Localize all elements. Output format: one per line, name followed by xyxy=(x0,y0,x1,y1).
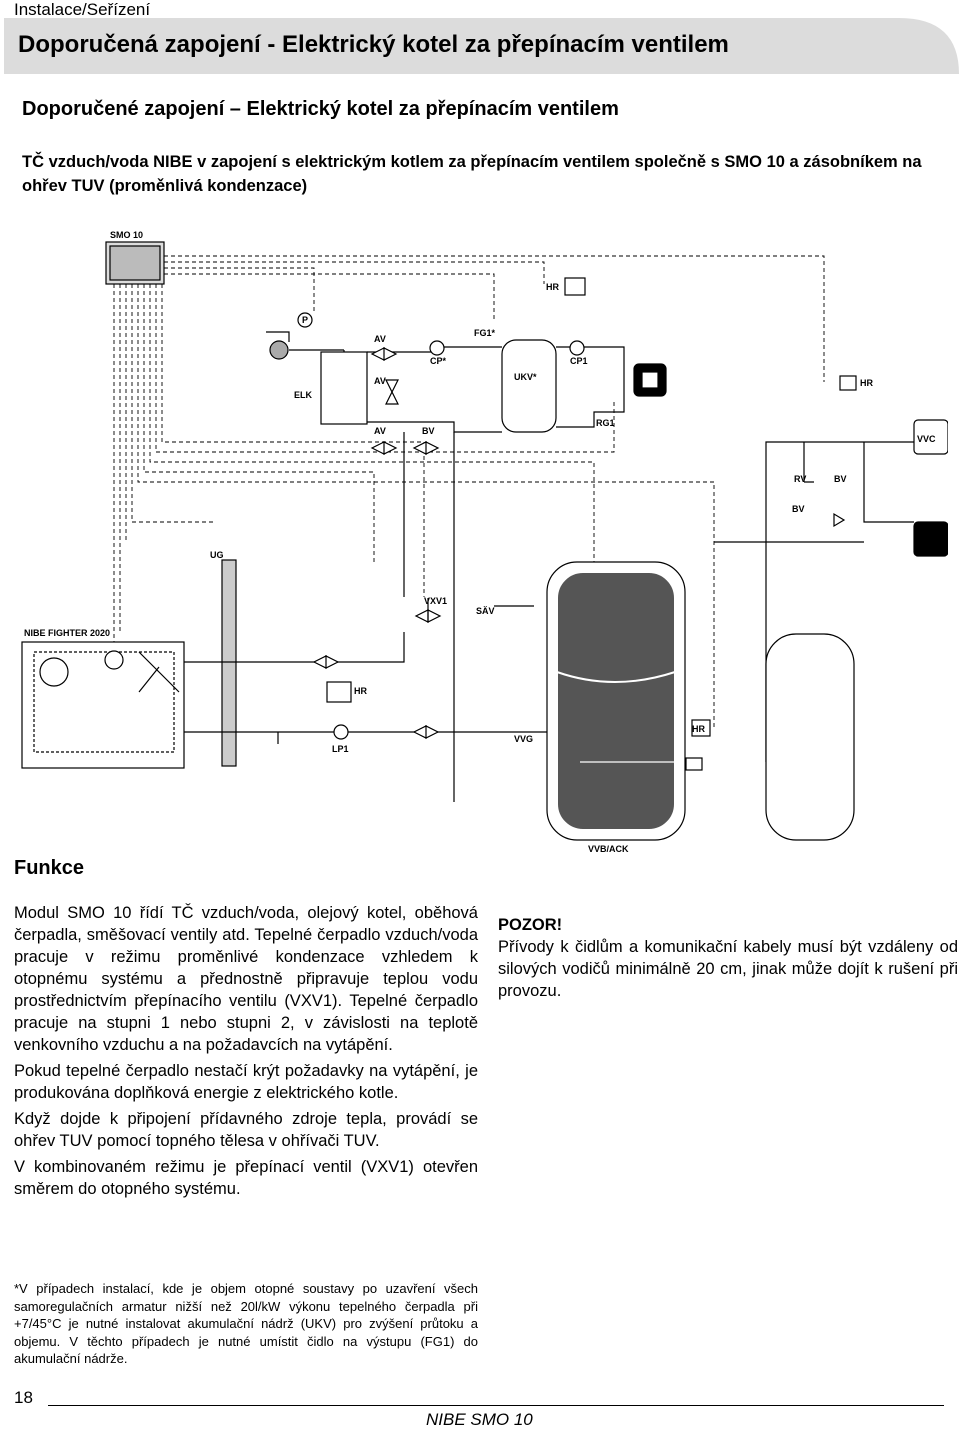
warning-title: POZOR! xyxy=(498,916,563,934)
footer-brand: NIBE SMO 10 xyxy=(426,1410,533,1429)
label-fighter: NIBE FIGHTER 2020 xyxy=(24,628,110,638)
section-title: Doporučené zapojení – Elektrický kotel z… xyxy=(22,98,619,120)
page-number: 18 xyxy=(14,1388,33,1407)
label-vxv1: VXV1 xyxy=(424,596,447,606)
warning-box: POZOR! Přívody k čidlům a komunikační ka… xyxy=(498,914,958,1002)
funkce-paragraph: Pokud tepelné čerpadlo nestačí krýt poža… xyxy=(14,1062,478,1102)
funkce-paragraph: Modul SMO 10 řídí TČ vzduch/voda, olejov… xyxy=(14,904,478,1054)
funkce-heading: Funkce xyxy=(14,857,85,879)
label-elk: ELK xyxy=(294,390,313,400)
label-fg1: FG1* xyxy=(474,328,496,338)
label-vvg: VVG xyxy=(514,734,533,744)
page-title: Doporučená zapojení - Elektrický kotel z… xyxy=(18,31,729,58)
label-smo10: SMO 10 xyxy=(110,230,143,240)
label-ug: UG xyxy=(210,550,224,560)
label-cp-star: CP* xyxy=(430,356,447,366)
label-bv-2: BV xyxy=(834,474,847,484)
connection-diagram: SMO 10 HR P FG1* AV CP* CP1 UKV* AV ELK … xyxy=(21,230,948,852)
label-hr-low: HR xyxy=(692,724,705,734)
label-vvc: VVC xyxy=(917,434,936,444)
warning-text: Přívody k čidlům a komunikační kabely mu… xyxy=(498,938,958,1000)
label-bv-3: BV xyxy=(792,504,805,514)
funkce-paragraph: Když dojde k připojení přídavného zdroje… xyxy=(14,1110,478,1150)
label-av-2: AV xyxy=(374,376,386,386)
label-av-1: AV xyxy=(374,334,386,344)
label-hr-mid: HR xyxy=(354,686,367,696)
footnote: *V případech instalací, kde je objem oto… xyxy=(14,1281,478,1366)
section-intro: TČ vzduch/voda NIBE v zapojení s elektri… xyxy=(22,153,922,195)
label-hr-right: HR xyxy=(860,378,873,388)
funkce-text: Modul SMO 10 řídí TČ vzduch/voda, olejov… xyxy=(14,902,478,1204)
title-banner xyxy=(4,18,959,74)
label-p: P xyxy=(302,315,308,325)
label-av-3: AV xyxy=(374,426,386,436)
label-lp1: LP1 xyxy=(332,744,349,754)
label-rg1: RG1 xyxy=(596,418,615,428)
label-ukv: UKV* xyxy=(514,372,537,382)
footer-divider xyxy=(48,1405,944,1406)
label-sav: SÄV xyxy=(476,606,495,616)
label-cp1: CP1 xyxy=(570,356,588,366)
label-hr-top: HR xyxy=(546,282,559,292)
breadcrumb: Instalace/Seřízení xyxy=(14,0,151,19)
label-vvb: VVB/ACK xyxy=(588,844,629,852)
funkce-paragraph: V kombinovaném režimu je přepínací venti… xyxy=(14,1158,478,1198)
label-rv: RV xyxy=(794,474,806,484)
label-bv-1: BV xyxy=(422,426,435,436)
